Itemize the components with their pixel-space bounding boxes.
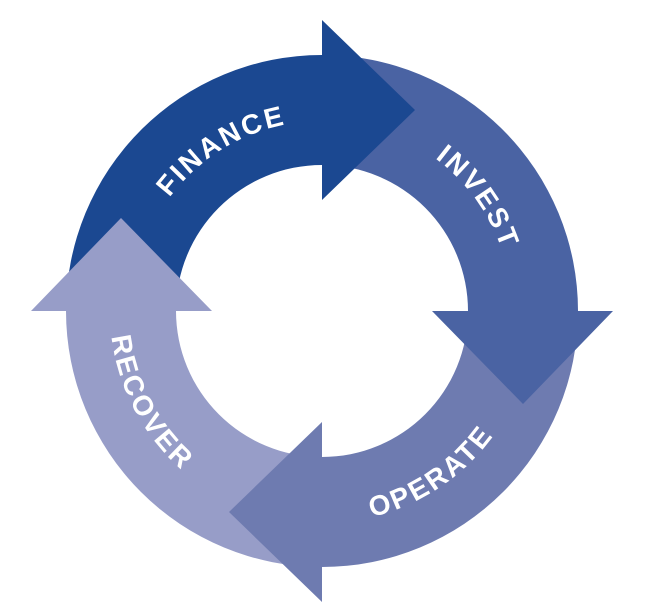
operate-arrowhead-icon [229, 422, 322, 602]
finance-arrowhead-icon [322, 20, 415, 200]
recover-arrowhead-icon [31, 218, 212, 311]
invest-arrowhead-icon [432, 311, 613, 404]
